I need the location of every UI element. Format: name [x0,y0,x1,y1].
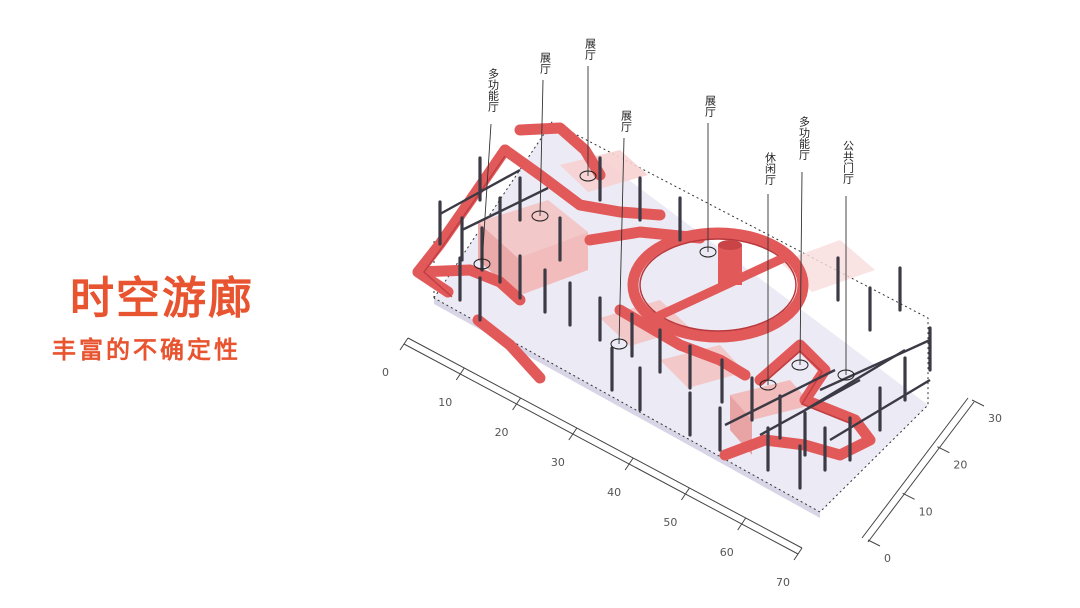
circular-ramp [627,227,809,343]
ring-crossbar [648,250,792,325]
right-axis-tick [867,539,881,547]
callout-label: 休闲厅 [764,152,777,185]
room-block [730,395,752,455]
front-axis-tick [737,517,747,531]
structural-beam [829,378,931,442]
right-axis-tick-label: 10 [919,505,933,518]
room-block [478,222,518,296]
callout-label: 展厅 [584,38,597,60]
callout-marker [759,379,777,391]
front-axis-tick [399,337,409,351]
right-axis-tick-label: 0 [884,552,891,565]
right-axis-tick [971,399,985,407]
callout-leaders [473,66,855,391]
callout-leader-line [799,171,803,366]
front-axis-tick [455,367,465,381]
front-axis-tick [624,457,634,471]
column-grid [438,156,932,490]
callout-marker [531,210,549,222]
callout-label: 展厅 [539,52,552,74]
callout-label: 展厅 [620,110,633,132]
page-subtitle: 丰富的不确定性 [52,336,241,364]
floor-slab-shadow [434,298,820,518]
callout-marker [791,359,809,371]
right-axis-tick-label: 30 [988,412,1002,425]
callout-marker [579,170,597,182]
structural-beam [759,378,861,437]
room-block [478,200,588,258]
front-axis-tick-label: 40 [607,486,621,499]
right-axis [861,397,975,543]
front-axis-tick-label: 50 [663,516,677,529]
callout-label: 公共门厅 [842,140,855,184]
callout-marker [473,258,491,270]
spiral-tower-top [718,240,742,250]
front-axis [403,337,803,555]
callout-label: 展厅 [704,95,717,117]
page-title: 时空游廊 [70,273,254,324]
front-axis-tick-label: 0 [382,366,389,379]
right-axis-tick [902,492,915,500]
front-axis-tick-label: 20 [495,426,509,439]
callout-leader-line [481,123,492,265]
structural-beam [461,186,549,232]
callout-leader-line [618,137,625,345]
callout-marker [610,338,628,350]
spiral-tower [718,245,742,285]
circular-ramp-inner [639,238,797,332]
structural-beam [439,168,521,216]
room-block [660,345,745,388]
right-axis-tick [937,446,950,454]
front-axis-tick [681,487,690,501]
front-axis-tick-label: 70 [776,576,790,589]
ramp-path [412,122,876,461]
callout-marker [699,246,717,258]
callout-label: 多功能厅 [798,115,811,160]
callout-marker [837,369,855,381]
front-axis-tick-label: 10 [438,396,452,409]
ramp-edge [422,155,853,425]
callout-label: 多功能厅 [487,67,500,112]
callout-leader-line [539,79,544,217]
front-axis-tick-label: 60 [720,546,734,559]
front-axis-tick [568,427,578,441]
structural-beam [724,368,836,427]
boundary-outline [433,121,929,513]
front-axis-tick [512,397,521,411]
structural-beam [819,338,931,392]
room-block [518,232,588,296]
right-axis-tick-label: 20 [953,459,967,472]
front-axis-tick [793,547,803,561]
front-axis-tick-label: 30 [551,456,565,469]
